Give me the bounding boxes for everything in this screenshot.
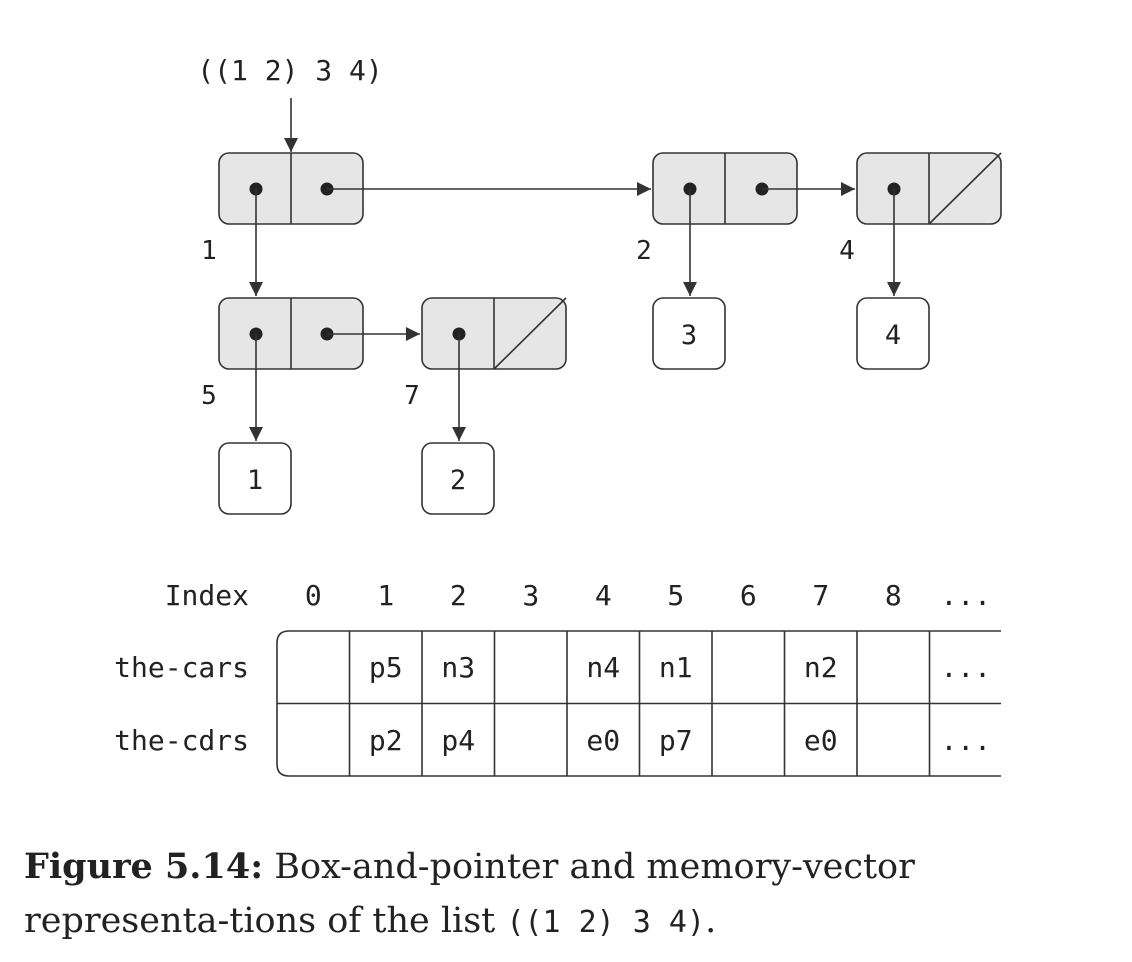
diagram-canvas: ((1 2) 3 4) 1 2 4 5 7	[114, 54, 1002, 777]
the-cdrs-cell-7: e0	[804, 724, 838, 757]
index-3: 3	[522, 579, 539, 612]
atom-box-1: 1	[218, 442, 292, 515]
svg-text:4: 4	[885, 320, 901, 351]
caption-text: Box-and-pointer and memory-vector repres…	[24, 847, 915, 941]
memory-table: Index 0 1 2 3 4 5 6 7 8... the-cars the-cdrs p5 n…	[114, 579, 1001, 777]
figure-caption: Figure 5.14: Box-and-pointer and memory-…	[24, 840, 1104, 950]
cons-cell-1: 1	[201, 152, 364, 266]
index-ellipsis: ...	[940, 579, 991, 612]
the-cdrs-cell-1: p2	[369, 724, 403, 757]
the-cars-cell-1: p5	[369, 651, 403, 684]
index-7: 7	[812, 579, 829, 612]
caption-code: ((1 2) 3 4)	[506, 905, 706, 940]
cell-label-5: 5	[201, 381, 217, 411]
atom-box-4: 4	[856, 297, 930, 370]
atom-box-2: 2	[421, 442, 495, 515]
cell-label-2: 2	[636, 236, 652, 266]
index-0: 0	[305, 579, 322, 612]
index-row: 0 1 2 3 4 5 6 7 8...	[305, 579, 991, 612]
caption-end: .	[705, 901, 717, 941]
svg-text:1: 1	[247, 465, 263, 496]
the-cars-cell-2: n3	[441, 651, 475, 684]
index-header-label: Index	[165, 579, 249, 612]
the-cars-cell-7: n2	[804, 651, 838, 684]
index-1: 1	[377, 579, 394, 612]
row-label-the-cars: the-cars	[114, 651, 249, 684]
cons-cell-5: 5	[201, 297, 364, 411]
index-2: 2	[450, 579, 467, 612]
the-cars-cell-9: ...	[940, 651, 991, 684]
index-8: 8	[885, 579, 902, 612]
null-slash	[493, 297, 567, 370]
the-cdrs-cell-5: p7	[659, 724, 693, 757]
null-slash	[928, 152, 1002, 225]
list-label: ((1 2) 3 4)	[197, 54, 382, 87]
cons-cell-2: 2	[636, 152, 798, 266]
table-cell-values: p5 n3 n4 n1 n2... p2 p4 e0 p7 e0...	[369, 651, 991, 757]
cell-label-1: 1	[201, 236, 217, 266]
cons-cell-7: 7	[404, 297, 567, 411]
index-6: 6	[740, 579, 757, 612]
cell-label-7: 7	[404, 381, 420, 411]
index-5: 5	[667, 579, 684, 612]
cons-cell-4: 4	[839, 152, 1002, 266]
caption-label: Figure 5.14:	[24, 846, 264, 887]
index-4: 4	[595, 579, 612, 612]
svg-text:3: 3	[681, 320, 697, 351]
svg-text:2: 2	[450, 465, 466, 496]
cell-label-4: 4	[839, 236, 855, 266]
row-label-the-cdrs: the-cdrs	[114, 724, 249, 757]
the-cdrs-cell-4: e0	[586, 724, 620, 757]
the-cars-cell-5: n1	[659, 651, 693, 684]
the-cdrs-cell-2: p4	[441, 724, 475, 757]
the-cdrs-cell-9: ...	[940, 724, 991, 757]
table-column-dividers	[348, 631, 931, 776]
the-cars-cell-4: n4	[586, 651, 620, 684]
atom-box-3: 3	[652, 297, 726, 370]
